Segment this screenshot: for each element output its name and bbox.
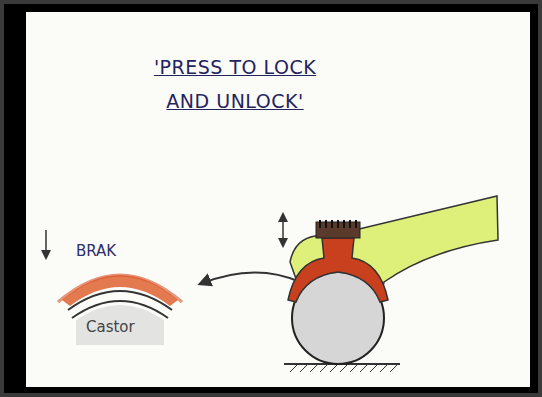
part-label: BRAK (76, 242, 116, 260)
title: 'PRESS TO LOCK AND UNLOCK' (130, 50, 340, 118)
part-label: Castor (86, 318, 135, 336)
